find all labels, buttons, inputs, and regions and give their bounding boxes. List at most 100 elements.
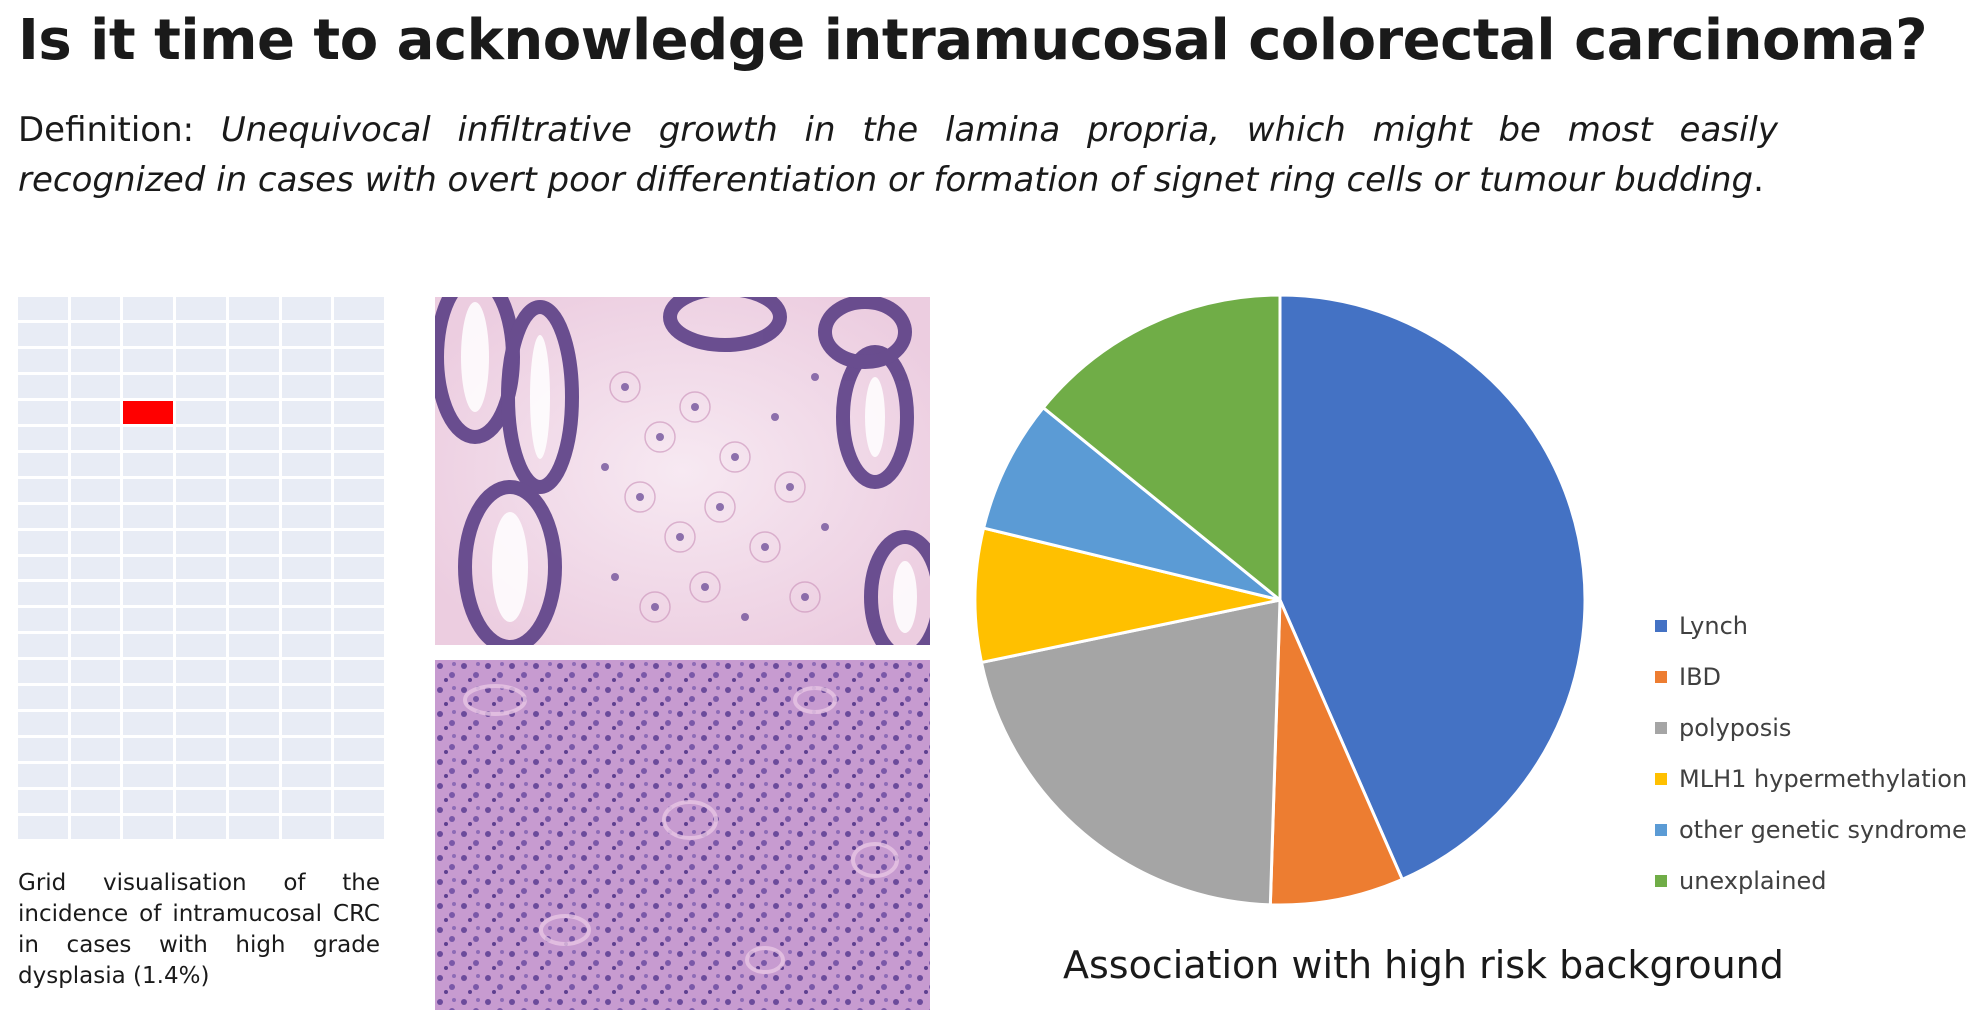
grid-cell xyxy=(176,764,226,788)
grid-cell xyxy=(334,504,384,528)
definition-end: . xyxy=(1753,160,1764,200)
grid-cell xyxy=(228,582,279,606)
grid-cell xyxy=(281,660,332,684)
legend-item: IBD xyxy=(1655,651,1967,702)
grid-cell xyxy=(70,556,121,580)
pie-slice-ibd xyxy=(1268,598,1404,907)
legend-item: unexplained xyxy=(1655,855,1967,906)
legend-swatch xyxy=(1655,823,1667,836)
grid-cell xyxy=(176,478,226,502)
grid-cell xyxy=(281,400,332,424)
grid-cell xyxy=(70,712,121,736)
grid-cell xyxy=(123,686,174,710)
grid-cell xyxy=(18,452,68,476)
histology-image-intramucosal xyxy=(435,660,930,1010)
grid-cell xyxy=(176,556,226,580)
grid-cell xyxy=(281,686,332,710)
pie-slice-lynch xyxy=(1278,293,1587,881)
grid-caption: Grid visualisation of the incidence of i… xyxy=(18,870,380,989)
grid-cell xyxy=(228,504,279,528)
chart-title: Association with high risk background xyxy=(1063,943,1784,987)
grid-cell xyxy=(281,478,332,502)
legend-swatch xyxy=(1655,670,1667,683)
grid-cell xyxy=(123,426,174,450)
legend-label: MLH1 hypermethylation xyxy=(1679,764,1968,793)
grid-cell xyxy=(334,738,384,762)
grid-cell xyxy=(334,556,384,580)
grid-cell xyxy=(18,712,68,736)
pie-slice-mlh1-hypermethylation xyxy=(973,526,1282,664)
grid-cell xyxy=(334,452,384,476)
grid-cell xyxy=(228,634,279,658)
grid-cell xyxy=(334,582,384,606)
grid-cell xyxy=(281,608,332,632)
grid-cell xyxy=(123,452,174,476)
definition-label: Definition: xyxy=(18,110,221,150)
grid-cell xyxy=(18,400,68,424)
grid-cell xyxy=(18,297,68,320)
grid-cell xyxy=(70,816,121,839)
grid-cell xyxy=(334,790,384,814)
pie-slice-polyposis xyxy=(979,598,1282,907)
grid-cell xyxy=(70,530,121,554)
definition-text: Unequivocal infiltrative growth in the l… xyxy=(18,110,1779,200)
grid-cell xyxy=(281,556,332,580)
histology-image-signet-ring xyxy=(435,297,930,645)
grid-cell xyxy=(123,374,174,398)
grid-cell xyxy=(18,816,68,839)
grid-cell xyxy=(281,712,332,736)
grid-cell xyxy=(18,634,68,658)
grid-cell xyxy=(334,686,384,710)
grid-cell xyxy=(228,608,279,632)
slide-title: Is it time to acknowledge intramucosal c… xyxy=(18,8,1928,73)
grid-cell xyxy=(334,608,384,632)
grid-cell xyxy=(123,764,174,788)
grid-cell xyxy=(70,348,121,372)
grid-cell xyxy=(334,348,384,372)
grid-cell xyxy=(123,712,174,736)
grid-cell xyxy=(18,790,68,814)
grid-cell xyxy=(334,478,384,502)
grid-cell xyxy=(18,478,68,502)
grid-cell xyxy=(18,348,68,372)
incidence-grid xyxy=(18,297,384,839)
grid-cell xyxy=(18,322,68,346)
grid-cell xyxy=(123,582,174,606)
grid-cell xyxy=(228,426,279,450)
grid-cell xyxy=(228,478,279,502)
grid-cell xyxy=(334,660,384,684)
grid-cell xyxy=(123,478,174,502)
grid-cell xyxy=(123,322,174,346)
grid-cell xyxy=(176,582,226,606)
grid-cell xyxy=(123,348,174,372)
grid-cell xyxy=(18,556,68,580)
definition-paragraph: Definition: Unequivocal infiltrative gro… xyxy=(18,105,1778,205)
legend-item: polyposis xyxy=(1655,702,1967,753)
grid-cell xyxy=(123,634,174,658)
grid-cell xyxy=(281,816,332,839)
legend-item: Lynch xyxy=(1655,600,1967,651)
grid-cell xyxy=(176,738,226,762)
grid-cell xyxy=(228,764,279,788)
legend-label: Lynch xyxy=(1679,611,1748,640)
grid-cell xyxy=(281,322,332,346)
grid-cell xyxy=(70,660,121,684)
grid-cell xyxy=(176,374,226,398)
grid-cell xyxy=(281,374,332,398)
grid-cell xyxy=(18,374,68,398)
grid-cell xyxy=(70,738,121,762)
grid-cell xyxy=(70,608,121,632)
grid-cell xyxy=(70,322,121,346)
grid-cell xyxy=(176,348,226,372)
grid-cell xyxy=(281,426,332,450)
grid-cell xyxy=(228,738,279,762)
legend-label: unexplained xyxy=(1679,866,1827,895)
grid-cell xyxy=(281,790,332,814)
grid-cell xyxy=(123,530,174,554)
grid-cell xyxy=(123,660,174,684)
grid-cell xyxy=(281,297,332,320)
grid-cell xyxy=(123,556,174,580)
grid-cell xyxy=(176,660,226,684)
legend-label: polyposis xyxy=(1679,713,1792,742)
